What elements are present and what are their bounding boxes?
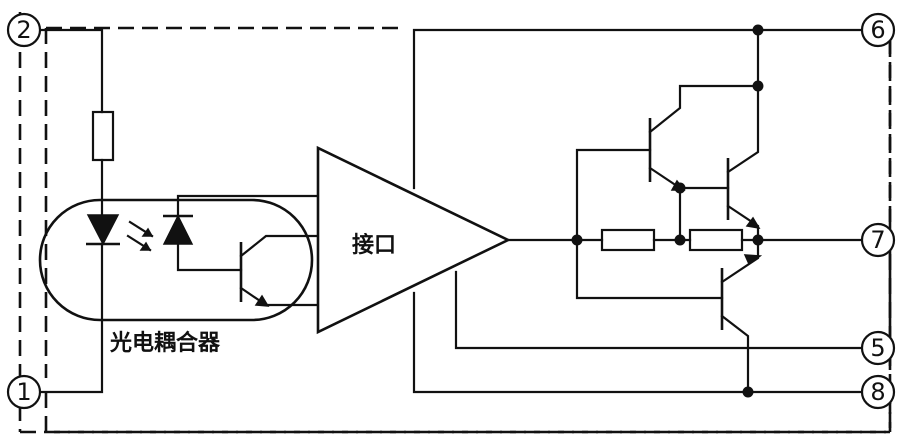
light-arrows-icon (126, 220, 154, 252)
junction-dots (571, 24, 764, 398)
q1-collector (648, 84, 760, 134)
pin-5-label: 5 (870, 334, 885, 362)
led-icon (86, 214, 120, 246)
q2-arrow-icon (745, 216, 761, 230)
pin-8: 8 (860, 374, 896, 410)
pin-7: 7 (860, 222, 896, 258)
input-resistor (91, 110, 115, 162)
wire-pin8-bus (412, 291, 864, 394)
wire-lower-base (575, 238, 724, 300)
interface-label: 接口 (352, 233, 396, 258)
pin-7-label: 7 (870, 226, 885, 254)
optocoupler-label: 光电耦合器 (109, 330, 221, 356)
interface-amplifier (316, 145, 511, 335)
q3-arrow-icon (743, 254, 763, 266)
wire-pin6-bus (412, 28, 864, 190)
phototransistor-emitter (239, 286, 320, 307)
q3-emitter (720, 314, 750, 394)
optocoupler-outline (38, 198, 314, 322)
pin-8-label: 8 (870, 378, 885, 406)
pin-6: 6 (860, 12, 896, 48)
photodiode-icon (162, 214, 194, 245)
wire-upper-base (575, 148, 652, 242)
pin-5: 5 (860, 330, 896, 366)
output-resistor-2 (688, 228, 744, 252)
phototransistor-arrow-icon (254, 294, 270, 307)
wire-photodiode-bottom (176, 242, 243, 272)
wire-led-pin1 (38, 242, 104, 394)
pin-2-label: 2 (16, 16, 31, 44)
pin-6-label: 6 (870, 16, 885, 44)
pin-1-label: 1 (16, 378, 31, 406)
phototransistor-collector (239, 234, 320, 258)
wire-photodiode-top (176, 194, 320, 218)
pin-1: 1 (6, 374, 42, 410)
q2-collector (726, 28, 760, 174)
wire-pin2 (38, 28, 104, 114)
output-resistor-1 (600, 228, 656, 252)
pin-2: 2 (6, 12, 42, 48)
wire-pin5-bus (454, 270, 864, 350)
